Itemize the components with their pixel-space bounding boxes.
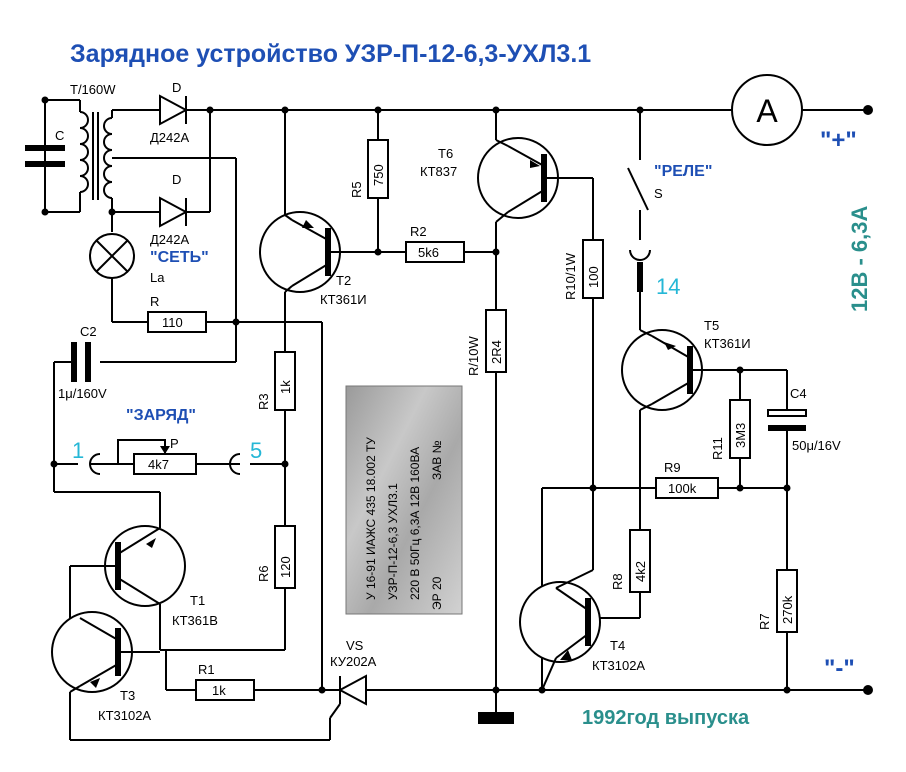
c2-value: 1μ/160V [58,386,107,401]
t6-name: T6 [438,146,453,161]
ammeter-label: A [756,93,778,129]
r6-name: R6 [256,565,271,582]
r5-value: 750 [371,164,386,186]
transformer [44,99,113,213]
t4-type: КТ3102А [592,658,645,673]
capacitor-c4 [767,409,807,431]
t3-type: КТ3102А [98,708,151,723]
r10-value: 100 [586,266,601,288]
diode-bottom-letter: D [172,172,181,187]
t1-type: КТ361В [172,613,218,628]
thyristor-vs [329,674,367,719]
t2-type: КТ361И [320,292,367,307]
diode-top [112,94,210,126]
lamp-caption: "СЕТЬ" [150,249,209,266]
r8-name: R8 [610,573,625,590]
r5-name: R5 [349,181,364,198]
r4-value: 2R4 [489,340,504,364]
resistor-r1 [195,679,255,701]
pot-value: 4k7 [148,457,169,472]
r2-name: R2 [410,224,427,239]
r11-value: 3M3 [733,423,748,448]
pin-5-label: 5 [250,438,262,463]
capacitor-c2 [71,342,91,382]
t1-name: T1 [190,593,205,608]
r8-value: 4k2 [633,561,648,582]
r3-name: R3 [256,393,271,410]
diode-top-letter: D [172,80,181,95]
plate-line-4: ЗАВ № [430,440,444,480]
relay-s: S [654,186,663,201]
title: Зарядное устройство УЗР-П-12-6,3-УХЛ3.1 [70,40,591,68]
c4-name: C4 [790,386,807,401]
pin-14-contact [629,249,651,261]
plus-label: "+" [820,127,857,154]
diode-top-type: Д242А [150,130,189,145]
capacitor-c [25,100,65,167]
t3-name: T3 [120,688,135,703]
r9-name: R9 [664,460,681,475]
r10-name: R10/1W [563,252,578,300]
t5-name: T5 [704,318,719,333]
transistor-t4 [519,581,601,663]
ground-symbol [478,712,514,724]
nameplate-photo: У 16-91 ИАЖС 435 18.002 ТУ УЗР-П-12-6,3 … [345,385,463,615]
r4-name: R/10W [466,336,481,376]
lamp-name: La [150,270,165,285]
r9-value: 100k [668,481,697,496]
r3-value: 1k [278,380,293,394]
footer: 1992год выпуска [582,707,750,729]
vs-name: VS [346,638,364,653]
r-value: 110 [162,315,183,330]
r7-value: 270k [780,595,795,624]
r2-value: 5k6 [418,245,439,260]
r6-value: 120 [278,556,293,578]
pot-name: P [170,436,179,451]
positive-terminal [863,105,873,115]
c2-name: C2 [80,324,97,339]
c4-value: 50μ/16V [792,438,841,453]
r7-name: R7 [757,613,772,630]
negative-terminal [863,685,873,695]
charge-caption: "ЗАРЯД" [126,407,196,424]
pin-5-contact [229,453,241,475]
plate-line-5: ЭР 20 [430,576,444,610]
r-name: R [150,294,159,309]
cap-c-label: C [55,128,64,143]
plate-line-3: 220 В 50Гц 6,3А 12В 160ВА [408,447,422,600]
pin-14-label: 14 [656,274,680,299]
diode-bottom [112,196,210,228]
lamp-la [89,233,135,279]
minus-label: "-" [824,655,855,682]
transistor-t6 [477,137,559,219]
pin-1-label: 1 [72,438,84,463]
t4-name: T4 [610,638,625,653]
t6-type: КТ837 [420,164,457,179]
vs-type: КУ202А [330,654,377,669]
r11-name: R11 [710,437,725,460]
plate-line-2: УЗР-П-12-6,3 УХЛ3.1 [386,483,400,600]
t2-name: T2 [336,273,351,288]
transformer-label: Т/160W [70,82,116,97]
diode-bottom-type: Д242А [150,232,189,247]
rating-label: 12В - 6,3А [847,206,872,312]
r1-value: 1k [212,683,226,698]
relay-caption: "РЕЛЕ" [654,163,712,180]
plate-line-1: У 16-91 ИАЖС 435 18.002 ТУ [364,437,378,600]
t5-type: КТ361И [704,336,751,351]
transistor-t2 [259,211,341,293]
r1-name: R1 [198,662,215,677]
